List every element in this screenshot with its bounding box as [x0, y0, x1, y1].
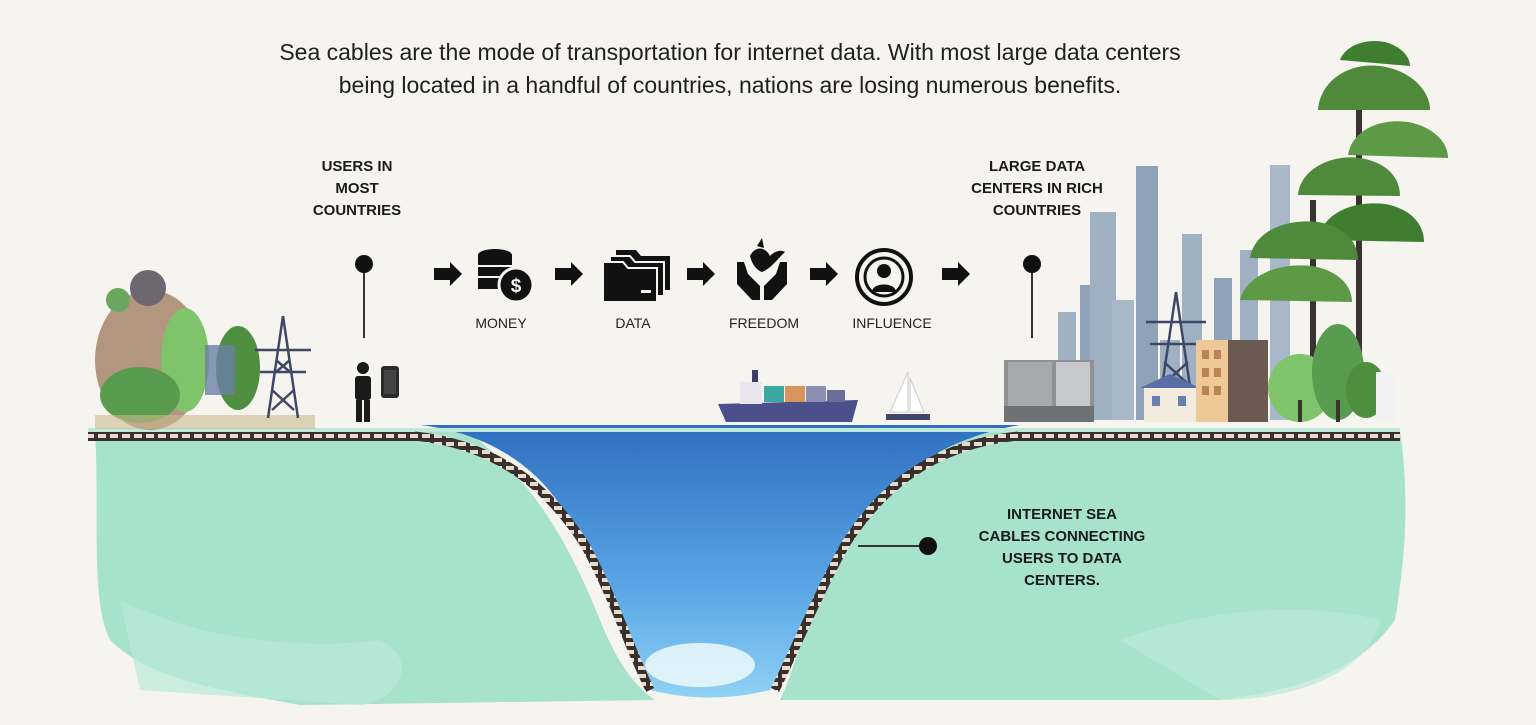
user-figure	[355, 362, 399, 422]
flow-arrows	[434, 262, 970, 286]
cables-pin	[858, 537, 937, 555]
users-callout: USERS IN MOST COUNTRIES	[292, 156, 422, 222]
coins-icon: $	[478, 249, 535, 304]
ground-cable-line	[88, 428, 1400, 693]
cables-callout-line-2: CABLES CONNECTING	[978, 528, 1146, 545]
users-pin	[355, 255, 373, 338]
hands-dove-icon	[737, 238, 787, 300]
cables-callout-line-1: INTERNET SEA	[1006, 506, 1117, 523]
headline: Sea cables are the mode of transportatio…	[150, 36, 1310, 102]
users-callout-line-1: USERS IN	[321, 158, 393, 175]
cables-callout-line-4: CENTERS.	[1024, 572, 1100, 589]
users-callout-line-3: COUNTRIES	[312, 202, 402, 219]
flow-label-freedom: FREEDOM	[729, 315, 799, 331]
datacenters-callout-line-2: CENTERS IN RICH	[971, 180, 1103, 197]
pylon-left	[255, 315, 311, 419]
cables-callout-line-3: USERS TO DATA	[1001, 550, 1122, 567]
svg-text:$: $	[511, 276, 522, 297]
left-scenery	[95, 270, 315, 430]
folders-icon	[602, 250, 670, 303]
flow-label-influence: INFLUENCE	[852, 315, 932, 331]
data-center-building	[1004, 360, 1094, 422]
headline-line-2: being located in a handful of countries,…	[338, 72, 1122, 98]
users-callout-line-2: MOST	[335, 180, 379, 197]
arrow-icon	[555, 262, 583, 286]
houses	[1140, 340, 1268, 422]
arrow-icon	[687, 262, 715, 286]
headline-line-1: Sea cables are the mode of transportatio…	[279, 39, 1181, 65]
sea-trench	[420, 425, 1020, 698]
broadcast-person-icon	[855, 248, 913, 306]
cargo-ship	[718, 370, 858, 422]
arrow-icon	[810, 262, 838, 286]
cables-callout: INTERNET SEA CABLES CONNECTING USERS TO …	[962, 504, 1162, 592]
datacenters-callout-line-3: COUNTRIES	[992, 202, 1082, 219]
arrow-icon	[942, 262, 970, 286]
land-mass	[95, 430, 1406, 705]
right-trees	[1240, 40, 1448, 422]
datacenters-callout: LARGE DATA CENTERS IN RICH COUNTRIES	[952, 156, 1122, 222]
flow-label-data: DATA	[615, 315, 651, 331]
sailboat	[886, 371, 930, 420]
arrow-icon	[434, 262, 462, 286]
datacenter-pin	[1023, 255, 1041, 338]
datacenters-callout-line-1: LARGE DATA	[988, 158, 1086, 175]
flow-label-money: MONEY	[475, 315, 527, 331]
